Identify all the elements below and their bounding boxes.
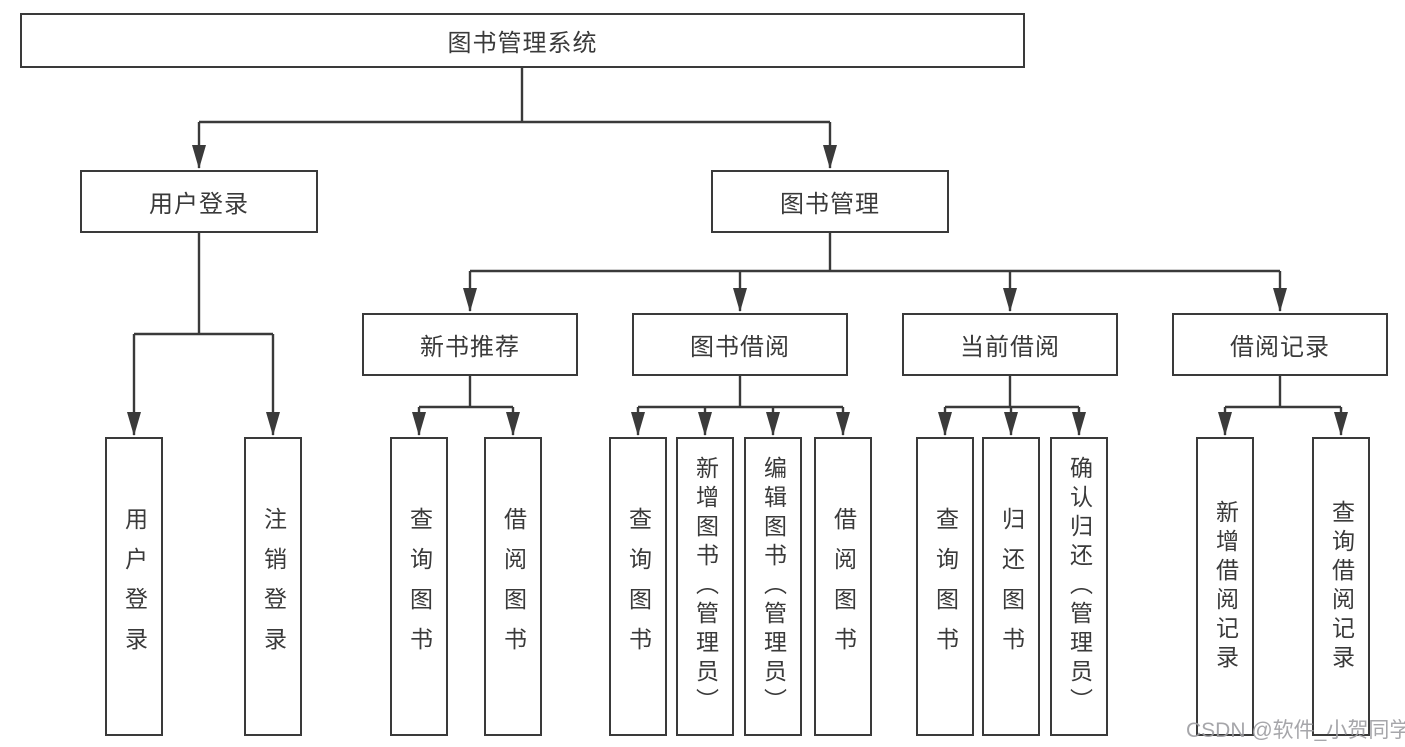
leaf-current-query-books-label: 查询图书 — [932, 506, 959, 667]
node-system-root: 图书管理系统 — [20, 13, 1025, 68]
leaf-current-confirm-return-admin: 确认归还（管理员） — [1050, 437, 1108, 736]
leaf-borrowing-borrow-books: 借阅图书 — [814, 437, 872, 736]
node-borrow-records-label: 借阅记录 — [1230, 334, 1330, 361]
node-book-management-label: 图书管理 — [780, 191, 880, 218]
node-new-book-recommend-label: 新书推荐 — [420, 334, 520, 361]
leaf-records-add-record-label: 新增借阅记录 — [1212, 499, 1239, 674]
leaf-borrowing-edit-books-admin-label: 编辑图书（管理员） — [760, 456, 787, 717]
node-current-borrowing-label: 当前借阅 — [960, 334, 1060, 361]
leaf-current-return-books-label: 归还图书 — [998, 506, 1025, 667]
node-current-borrowing: 当前借阅 — [902, 313, 1118, 376]
csdn-watermark: CSDN @软件_小贺同学 — [1186, 719, 1405, 742]
leaf-borrowing-edit-books-admin: 编辑图书（管理员） — [744, 437, 802, 736]
leaf-borrowing-add-books-admin-label: 新增图书（管理员） — [692, 456, 719, 717]
leaf-records-query-record-label: 查询借阅记录 — [1328, 499, 1355, 674]
node-book-borrowing: 图书借阅 — [632, 313, 848, 376]
leaf-records-query-record: 查询借阅记录 — [1312, 437, 1370, 736]
leaf-current-confirm-return-admin-label: 确认归还（管理员） — [1066, 456, 1093, 717]
node-book-management: 图书管理 — [711, 170, 949, 233]
leaf-borrowing-add-books-admin: 新增图书（管理员） — [676, 437, 734, 736]
leaf-recommend-borrow-books-label: 借阅图书 — [500, 506, 527, 667]
leaf-recommend-query-books: 查询图书 — [390, 437, 448, 736]
leaf-current-query-books: 查询图书 — [916, 437, 974, 736]
leaf-logout-label: 注销登录 — [260, 506, 287, 667]
leaf-borrowing-query-books-label: 查询图书 — [625, 506, 652, 667]
leaf-borrowing-query-books: 查询图书 — [609, 437, 667, 736]
node-user-login-label: 用户登录 — [149, 191, 249, 218]
leaf-logout: 注销登录 — [244, 437, 302, 736]
node-user-login: 用户登录 — [80, 170, 318, 233]
leaf-user-login-label: 用户登录 — [121, 506, 148, 667]
node-system-root-label: 图书管理系统 — [447, 30, 598, 57]
leaf-user-login: 用户登录 — [105, 437, 163, 736]
leaf-borrowing-borrow-books-label: 借阅图书 — [830, 506, 857, 667]
leaf-recommend-query-books-label: 查询图书 — [406, 506, 433, 667]
leaf-recommend-borrow-books: 借阅图书 — [484, 437, 542, 736]
node-new-book-recommend: 新书推荐 — [362, 313, 578, 376]
node-borrow-records: 借阅记录 — [1172, 313, 1388, 376]
leaf-records-add-record: 新增借阅记录 — [1196, 437, 1254, 736]
leaf-current-return-books: 归还图书 — [982, 437, 1040, 736]
node-book-borrowing-label: 图书借阅 — [690, 334, 790, 361]
